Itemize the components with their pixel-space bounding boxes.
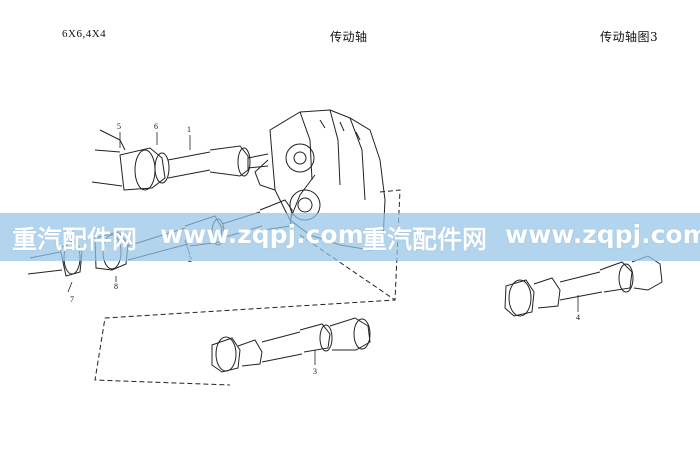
callout-5: 5	[117, 122, 121, 131]
watermark-brand-1: 重汽配件网	[12, 225, 138, 254]
watermark-url-1: www.zqpj.com	[160, 220, 364, 249]
watermark-url-2: www.zqpj.com	[505, 220, 700, 249]
watermark-banner	[0, 213, 700, 261]
callout-3: 3	[313, 367, 317, 376]
watermark-brand-2: 重汽配件网	[362, 225, 488, 254]
callout-8: 8	[114, 282, 118, 291]
callout-1: 1	[187, 125, 191, 134]
page-title: 传动轴	[330, 30, 368, 44]
callout-6: 6	[154, 122, 158, 131]
side-drive-shaft	[504, 255, 663, 317]
detail-drive-shaft	[211, 317, 371, 373]
figure-label: 传动轴图3	[600, 30, 659, 44]
variant-label: 6X6,4X4	[62, 28, 107, 40]
upper-drive-shaft	[91, 129, 269, 191]
callout-7: 7	[70, 295, 74, 304]
callout-4: 4	[576, 313, 580, 322]
